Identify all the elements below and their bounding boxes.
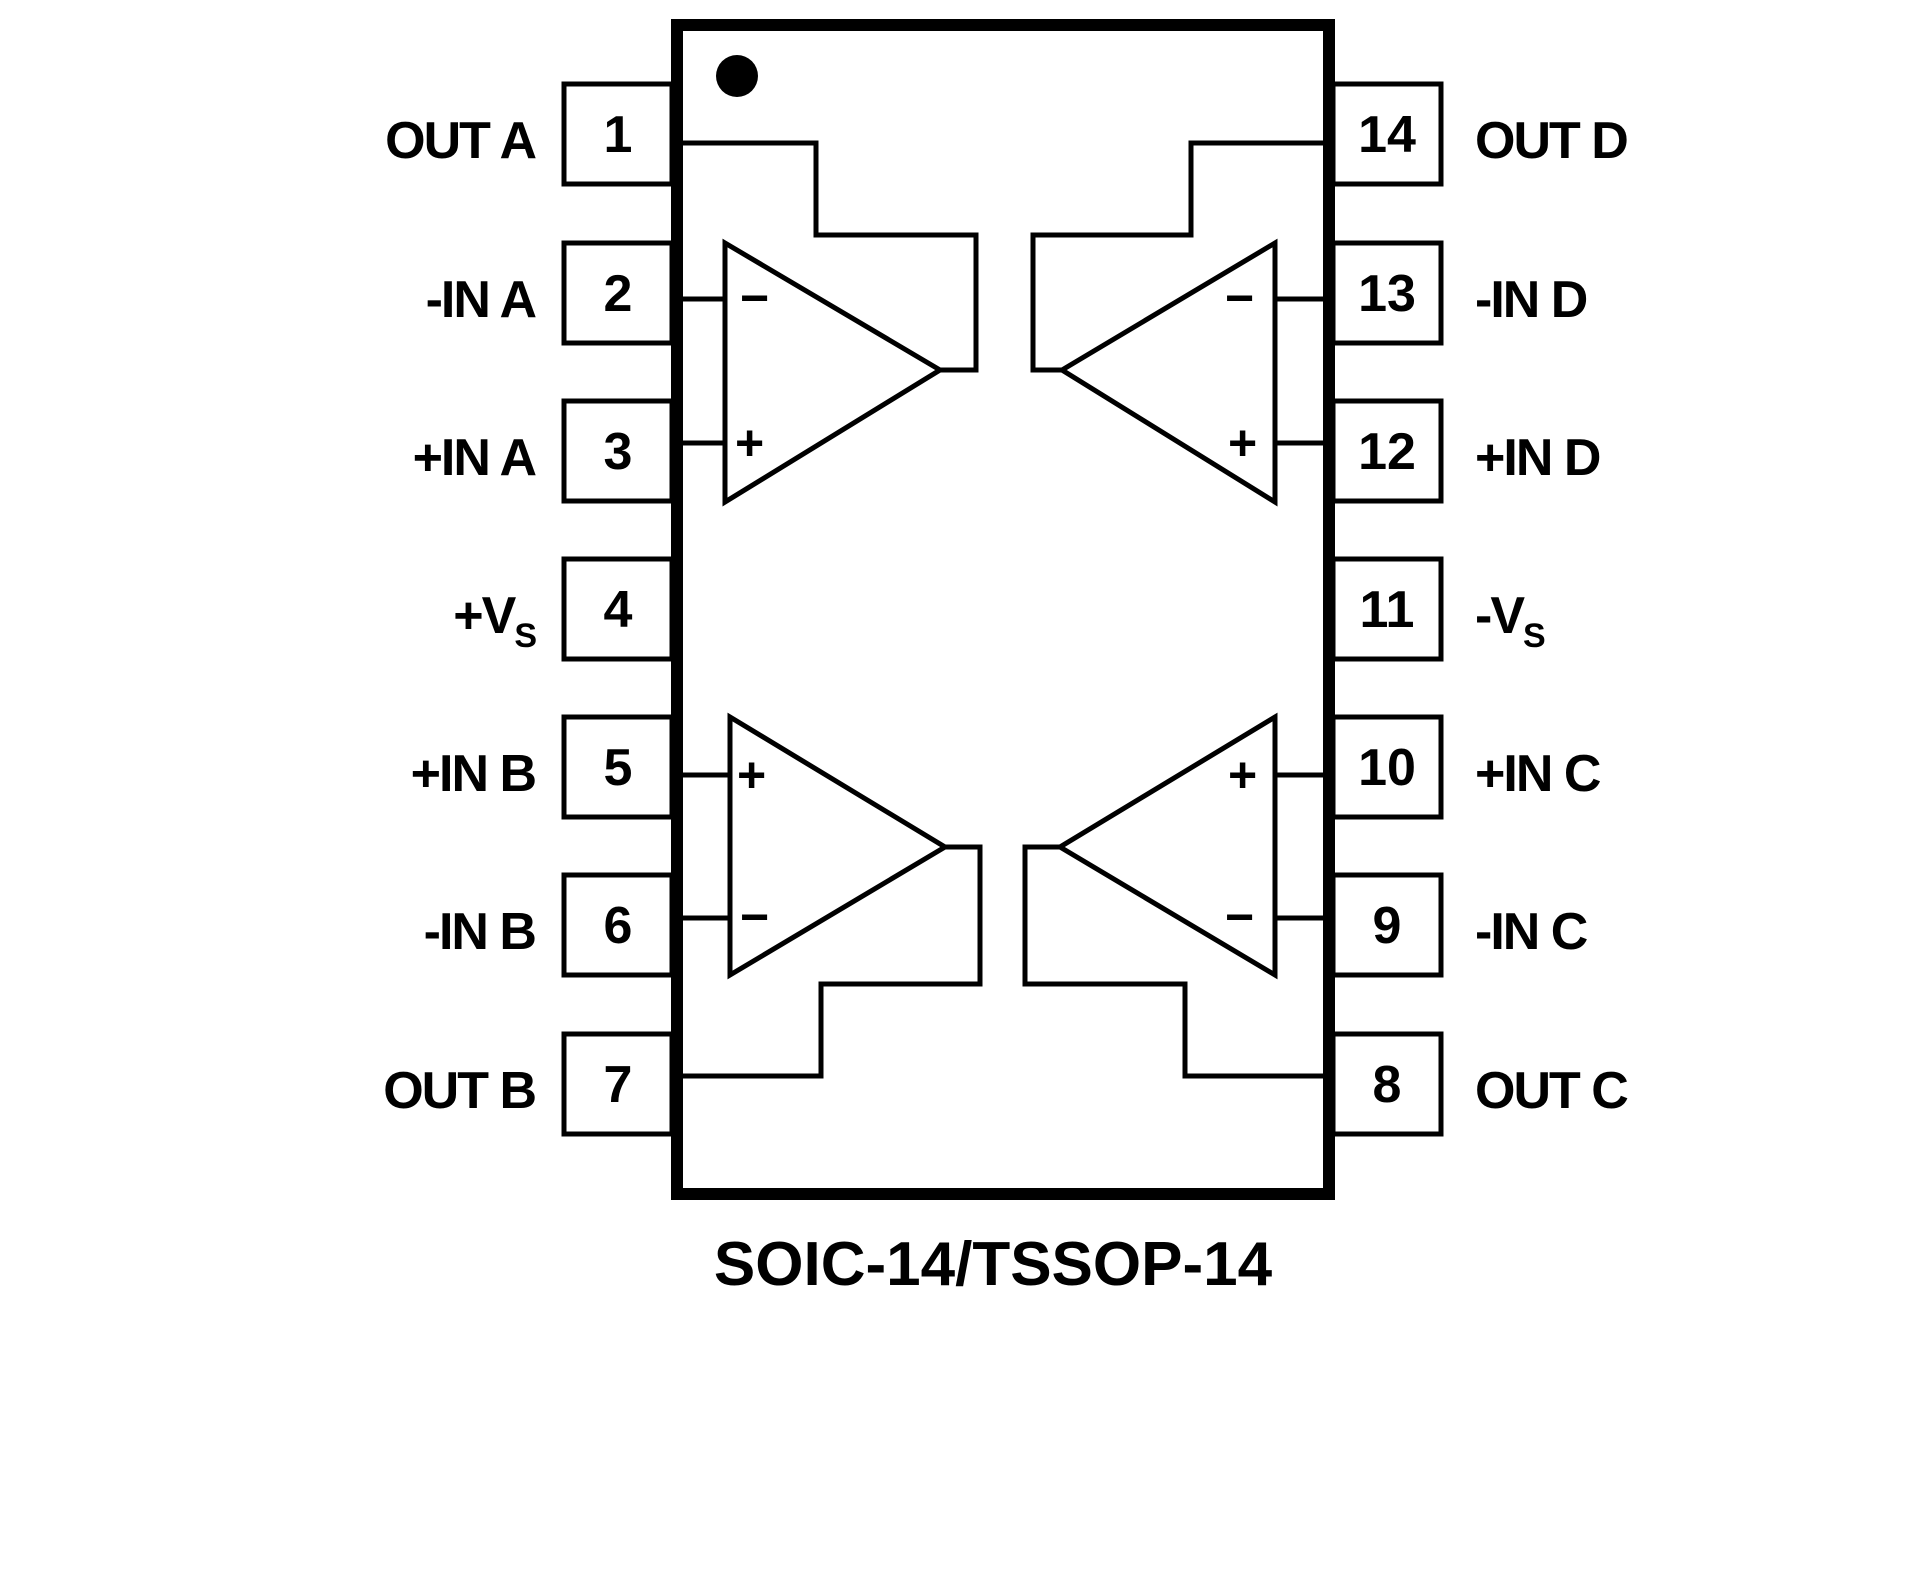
op-amp-a: − + bbox=[683, 140, 979, 507]
pin-10-number: 10 bbox=[1358, 739, 1416, 797]
op-amp-a-output-trace bbox=[683, 140, 979, 373]
op-amp-c: + − bbox=[1022, 712, 1323, 1079]
pin-12-label-text: +IN D bbox=[1475, 429, 1600, 487]
pin-6-label-text: -IN B bbox=[424, 903, 536, 961]
pin-14-number: 14 bbox=[1358, 106, 1416, 164]
pin-3-box bbox=[561, 398, 675, 504]
pin-10-box bbox=[1330, 714, 1444, 820]
op-amp-c-output-trace bbox=[1022, 844, 1323, 1079]
pin-10-label-text: +IN C bbox=[1475, 745, 1601, 803]
chip-body bbox=[671, 19, 1335, 1200]
pin-3: 3 +IN A bbox=[413, 398, 675, 504]
pin-12-label: +IN D bbox=[1475, 429, 1600, 487]
pin-4-label-subscript: S bbox=[514, 617, 536, 655]
pin-6-box bbox=[561, 872, 675, 978]
pin-14-box bbox=[1330, 81, 1444, 187]
op-amp-d-output-trace bbox=[1030, 140, 1323, 373]
pin-12: 12 +IN D bbox=[1330, 398, 1602, 504]
pin-8-label: OUT C bbox=[1475, 1062, 1628, 1120]
pin-5-number: 5 bbox=[604, 739, 633, 797]
op-amp-d-minus-symbol: − bbox=[1225, 270, 1254, 326]
pin-13-box bbox=[1330, 240, 1444, 346]
pin-3-label: +IN A bbox=[413, 429, 537, 487]
pin-10-label: +IN C bbox=[1475, 745, 1601, 803]
pin-14-label: OUT D bbox=[1475, 112, 1627, 170]
pin-11-label: -VS bbox=[1475, 587, 1545, 655]
pin-11-label-subscript: S bbox=[1523, 617, 1545, 655]
pin-8-label-text: OUT C bbox=[1475, 1062, 1628, 1120]
op-amp-b-output-trace bbox=[683, 844, 983, 1079]
pin-10: 10 +IN C bbox=[1330, 714, 1603, 820]
pin-7: 7 OUT B bbox=[383, 1031, 675, 1137]
pin-6-number: 6 bbox=[604, 897, 633, 955]
op-amp-a-plus-symbol: + bbox=[735, 415, 764, 471]
pin-1: 1 OUT A bbox=[385, 81, 675, 187]
op-amp-c-triangle bbox=[1055, 712, 1278, 980]
pin-4-label-text: +V bbox=[453, 587, 516, 645]
pin-2-box bbox=[561, 240, 675, 346]
pin-9-label: -IN C bbox=[1475, 903, 1588, 961]
op-amp-b-triangle bbox=[727, 712, 950, 980]
op-amp-d-plus-symbol: + bbox=[1228, 415, 1257, 471]
pin-5-label: +IN B bbox=[411, 745, 536, 803]
pin-2: 2 -IN A bbox=[426, 240, 675, 346]
pin-8-number: 8 bbox=[1373, 1056, 1402, 1114]
pin-7-number: 7 bbox=[604, 1056, 633, 1114]
pin-2-label: -IN A bbox=[426, 271, 537, 329]
pin-1-number: 1 bbox=[604, 106, 633, 164]
pin-4-box bbox=[561, 556, 675, 662]
pin-7-label-text: OUT B bbox=[383, 1062, 535, 1120]
pin-3-label-text: +IN A bbox=[413, 429, 537, 487]
pin-11-number: 11 bbox=[1360, 581, 1415, 639]
pin-5: 5 +IN B bbox=[411, 714, 675, 820]
op-amp-a-minus-symbol: − bbox=[740, 270, 769, 326]
op-amp-c-minus-symbol: − bbox=[1225, 889, 1254, 945]
pin-2-number: 2 bbox=[604, 265, 633, 323]
pin-11-label-text: -V bbox=[1475, 587, 1525, 645]
pin-1-label-text: OUT A bbox=[385, 112, 536, 170]
pin-5-label-text: +IN B bbox=[411, 745, 536, 803]
op-amp-b-minus-symbol: − bbox=[740, 889, 769, 945]
op-amp-d: − + bbox=[1030, 140, 1323, 507]
pin-12-box bbox=[1330, 398, 1444, 504]
pin-4-label: +VS bbox=[453, 587, 536, 655]
pin-14-label-text: OUT D bbox=[1475, 112, 1627, 170]
pin-4-number: 4 bbox=[604, 581, 633, 639]
op-amp-b-plus-symbol: + bbox=[737, 747, 766, 803]
pin-6: 6 -IN B bbox=[424, 872, 675, 978]
pin-11-box bbox=[1330, 556, 1444, 662]
op-amp-d-triangle bbox=[1057, 238, 1278, 507]
package-title: SOIC-14/TSSOP-14 bbox=[714, 1230, 1273, 1299]
pin-13-label: -IN D bbox=[1475, 271, 1587, 329]
pin-13: 13 -IN D bbox=[1330, 240, 1589, 346]
pin-9-label-text: -IN C bbox=[1475, 903, 1588, 961]
pin-2-label-text: -IN A bbox=[426, 271, 537, 329]
pin-5-box bbox=[561, 714, 675, 820]
left-pins: 1 OUT A 2 -IN A 3 +IN A 4 +VS 5 +IN B 6 -IN B 7 OUT B bbox=[383, 81, 675, 1137]
pin-1-box bbox=[561, 81, 675, 187]
right-pins: 14 OUT D 13 -IN D 12 +IN D 11 -VS 10 +IN C 9 -IN C 8… bbox=[1330, 81, 1630, 1137]
pin-1-indicator-dot bbox=[716, 55, 758, 97]
pin-14: 14 OUT D bbox=[1330, 81, 1629, 187]
pin-9-number: 9 bbox=[1373, 897, 1402, 955]
pin-3-number: 3 bbox=[604, 423, 633, 481]
op-amp-b: + − bbox=[683, 712, 983, 1079]
pin-7-box bbox=[561, 1031, 675, 1137]
pin-13-label-text: -IN D bbox=[1475, 271, 1587, 329]
pin-4: 4 +VS bbox=[453, 556, 675, 662]
pin-8: 8 OUT C bbox=[1330, 1031, 1630, 1137]
pin-9: 9 -IN C bbox=[1330, 872, 1590, 978]
op-amp-c-plus-symbol: + bbox=[1228, 747, 1257, 803]
pin-8-box bbox=[1330, 1031, 1444, 1137]
pin-11: 11 -VS bbox=[1330, 556, 1547, 662]
pin-9-box bbox=[1330, 872, 1444, 978]
pin-7-label: OUT B bbox=[383, 1062, 535, 1120]
op-amp-a-triangle bbox=[722, 238, 945, 507]
pin-12-number: 12 bbox=[1358, 423, 1416, 481]
pin-6-label: -IN B bbox=[424, 903, 536, 961]
pin-13-number: 13 bbox=[1358, 265, 1416, 323]
pin-1-label: OUT A bbox=[385, 112, 536, 170]
